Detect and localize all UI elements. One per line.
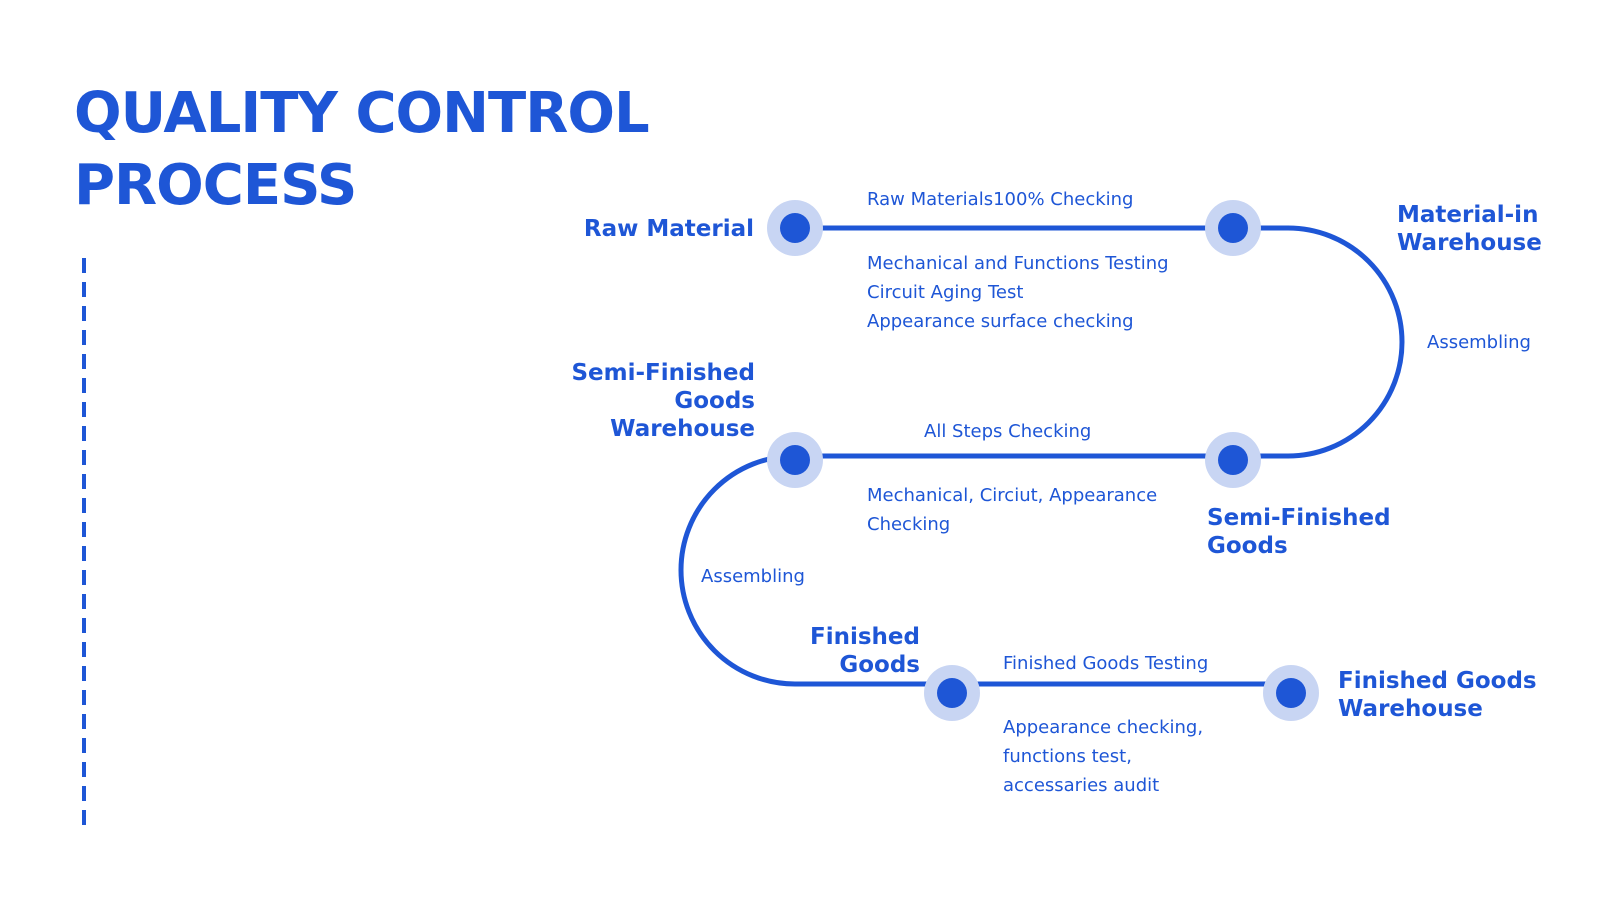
node-marker-semi-finished-goods	[1205, 432, 1261, 488]
step-details-all-steps-checking: Mechanical, Circiut, Appearance Checking	[867, 485, 1158, 535]
node-label-semi-finished-goods: Semi-Finished Goods	[1207, 505, 1391, 559]
step-title-raw-materials-checking: Raw Materials100% Checking	[867, 189, 1134, 210]
node-label-finished-goods: Finished Goods	[810, 624, 920, 678]
step-details-raw-materials-checking: Mechanical and Functions Testing Circuit…	[867, 253, 1169, 332]
flow-connector-line	[678, 225, 1405, 687]
node-marker-material-in-warehouse	[1205, 200, 1261, 256]
step-title-all-steps-checking: All Steps Checking	[924, 421, 1092, 442]
step-label-assembling-right: Assembling	[1427, 332, 1531, 353]
node-marker-finished-goods	[924, 665, 980, 721]
title-line-1: QUALITY CONTROL	[74, 81, 650, 146]
step-details-finished-goods-testing: Appearance checking, functions test, acc…	[1003, 717, 1204, 796]
title-line-2: PROCESS	[74, 153, 357, 218]
node-label-material-in-warehouse: Material-in Warehouse	[1397, 202, 1542, 256]
step-label-assembling-left: Assembling	[701, 566, 805, 587]
node-marker-finished-goods-warehouse	[1263, 665, 1319, 721]
node-marker-raw-material	[767, 200, 823, 256]
node-label-semi-finished-goods-warehouse: Semi-Finished Goods Warehouse	[571, 360, 755, 442]
node-label-raw-material: Raw Material	[583, 216, 754, 242]
step-title-finished-goods-testing: Finished Goods Testing	[1003, 653, 1209, 674]
node-marker-semi-finished-goods-warehouse	[767, 432, 823, 488]
dashed-divider	[82, 258, 86, 828]
page-title: QUALITY CONTROL PROCESS	[74, 78, 650, 222]
node-label-finished-goods-warehouse: Finished Goods Warehouse	[1338, 668, 1537, 722]
